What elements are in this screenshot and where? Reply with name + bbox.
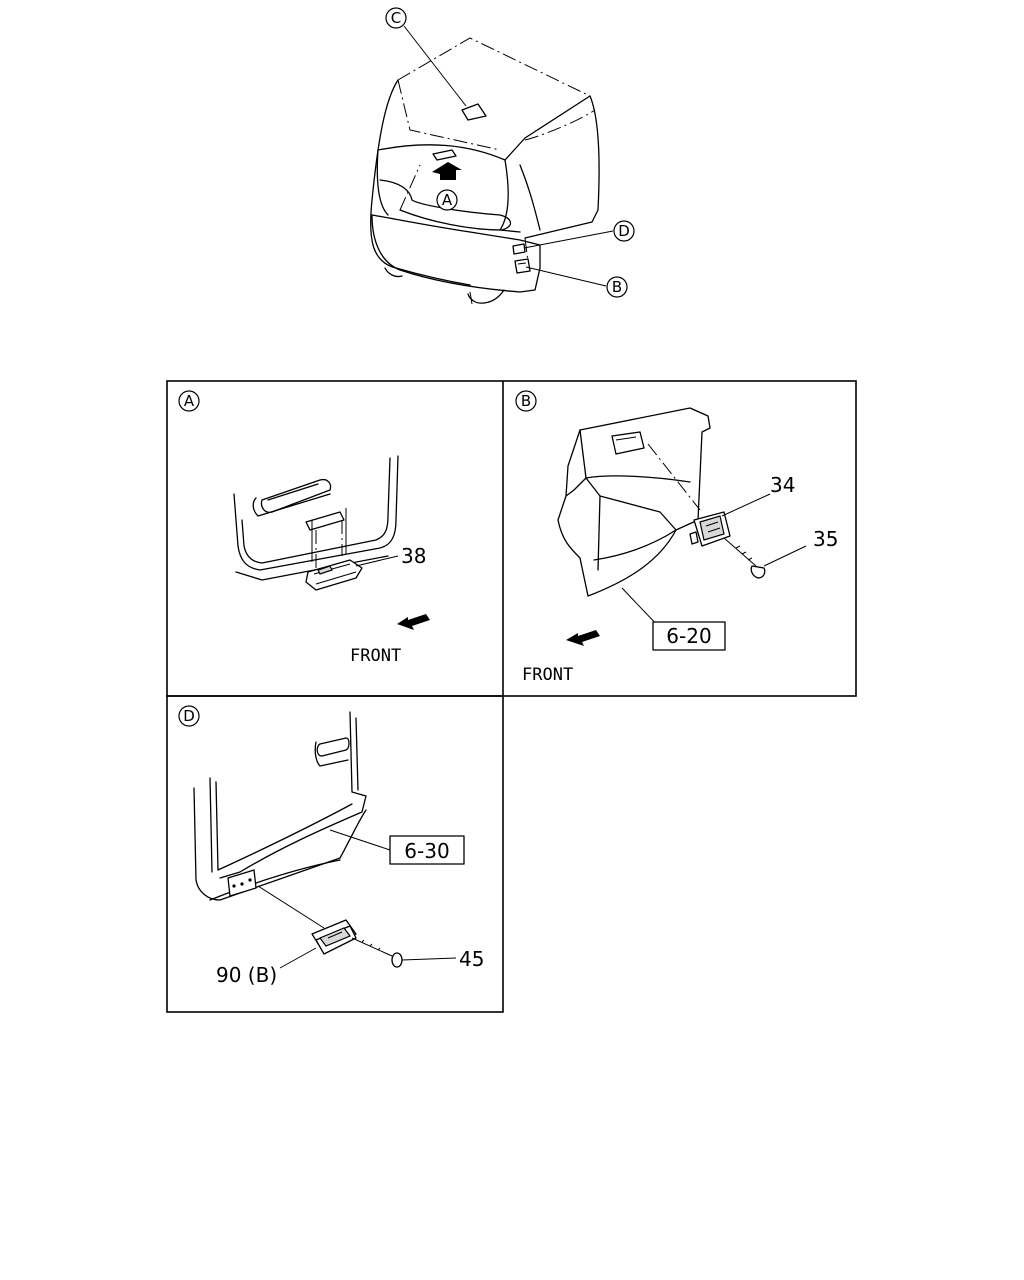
- ref-6-30-label: 6-30: [404, 839, 449, 863]
- panel-b-leader-35: [763, 545, 807, 567]
- panel-d-label: D: [178, 705, 200, 727]
- svg-text:A: A: [184, 392, 195, 410]
- callout-d: D: [613, 220, 635, 242]
- callout-b: B: [606, 276, 628, 298]
- panel-d: D: [178, 705, 484, 987]
- panel-a-drawing: [233, 455, 399, 591]
- panel-b-label: B: [515, 390, 537, 412]
- part-35-label: 35: [813, 527, 838, 551]
- panel-a-front-label: FRONT: [350, 646, 401, 666]
- panel-d-drawing: [193, 711, 403, 968]
- panel-d-leader-45: [401, 957, 457, 961]
- front-arrow-icon: [566, 630, 600, 646]
- panel-a-leader: [355, 555, 399, 567]
- panel-b: B 34 35: [515, 390, 838, 685]
- svg-text:A: A: [442, 191, 453, 209]
- callout-a: A: [436, 189, 458, 211]
- ref-box-6-30: [389, 835, 465, 865]
- panel-d-leader-ref: [329, 829, 391, 851]
- overview-cab-drawing: [370, 37, 600, 305]
- panel-b-leader-34: [721, 493, 771, 517]
- ref-box-6-20: [652, 621, 726, 651]
- panel-frames: [166, 380, 857, 1013]
- part-90b-label: 90 (B): [216, 963, 277, 987]
- front-arrow-icon: [397, 614, 430, 630]
- panel-b-front-label: FRONT: [522, 665, 573, 685]
- svg-text:D: D: [618, 222, 630, 240]
- svg-text:B: B: [612, 278, 622, 296]
- overview-leaders: [403, 25, 614, 287]
- callout-c: C: [385, 7, 407, 29]
- panel-b-leader-ref: [621, 587, 661, 629]
- part-38-label: 38: [401, 544, 426, 568]
- panel-b-drawing: [557, 407, 766, 597]
- panel-a: A 38 FRONT: [178, 390, 430, 666]
- part-45-label: 45: [459, 947, 484, 971]
- panel-d-leader-90b: [279, 947, 317, 969]
- svg-text:D: D: [183, 707, 195, 725]
- panel-a-label: A: [178, 390, 200, 412]
- svg-text:B: B: [521, 392, 531, 410]
- svg-text:C: C: [391, 9, 401, 27]
- part-34-label: 34: [770, 473, 795, 497]
- ref-6-20-label: 6-20: [666, 624, 711, 648]
